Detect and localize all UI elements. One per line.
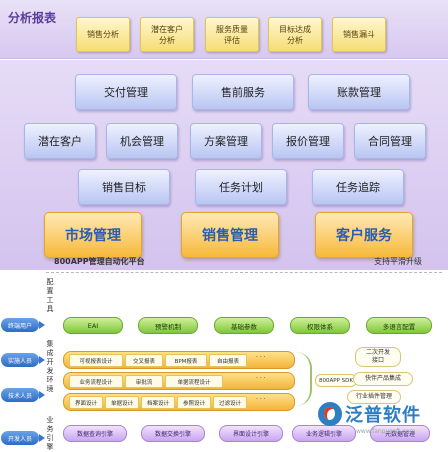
role-badge: 技术人员	[1, 388, 39, 402]
config-pill: 预警机制	[138, 317, 198, 334]
analysis-report-band: 分析报表 销售分析 潜在客户 分析 服务质量 评估 目标达成 分析 销售漏斗	[0, 0, 448, 59]
tool-item: 交叉报表	[125, 354, 163, 367]
core-module-box: 销售管理	[181, 212, 279, 258]
platform-title: 800APP管理自动化平台	[54, 257, 145, 266]
analysis-item: 潜在客户 分析	[140, 17, 194, 52]
module-box: 机会管理	[106, 123, 178, 159]
tool-item: 审批流	[125, 375, 163, 388]
more-dots: · · ·	[256, 375, 266, 382]
side-pill: 行业插件管理	[347, 390, 401, 404]
logo-url: www.fanpusoft.com	[356, 428, 416, 435]
tool-item: 界面设计	[69, 396, 103, 409]
analysis-title: 分析报表	[8, 11, 57, 25]
role-badge: 开发人员	[1, 431, 39, 445]
role-badge: 终端用户	[1, 318, 39, 332]
engine-pill: 业务逻辑引擎	[292, 425, 356, 442]
module-box: 销售目标	[78, 169, 170, 205]
arrow-icon	[39, 321, 45, 329]
config-pill: 多语言配置	[366, 317, 432, 334]
tool-item: 档案设计	[141, 396, 175, 409]
module-box: 潜在客户	[24, 123, 96, 159]
analysis-item: 目标达成 分析	[268, 17, 322, 52]
module-box: 账款管理	[308, 74, 410, 110]
module-box: 售前服务	[192, 74, 294, 110]
tool-item: 可视报表设计	[69, 354, 123, 367]
tool-item: 业务流程设计	[69, 375, 123, 388]
engine-pill: 元数据管理	[370, 425, 430, 442]
engine-pill: 数据交换引擎	[141, 425, 205, 442]
engine-pill: 界面设计引擎	[219, 425, 283, 442]
tool-item: 过滤设计	[213, 396, 247, 409]
core-module-box: 市场管理	[44, 212, 142, 258]
module-box: 任务计划	[195, 169, 287, 205]
tool-item: BPM报表	[165, 354, 207, 367]
module-box: 报价管理	[272, 123, 344, 159]
role-badge: 实施人员	[1, 353, 39, 367]
more-dots: · · ·	[256, 354, 266, 361]
config-pill: 权限体系	[290, 317, 350, 334]
arrow-icon	[39, 391, 45, 399]
analysis-item: 服务质量 评估	[205, 17, 259, 52]
analysis-item: 销售分析	[76, 17, 130, 52]
more-dots: · · ·	[256, 396, 266, 403]
engine-pill: 数据查询引擎	[63, 425, 127, 442]
side-pill: 快伴产品集成	[353, 372, 413, 386]
config-pill: EAI	[63, 317, 123, 334]
tool-item: 单据设计	[105, 396, 139, 409]
sdk-label: 800APP SDK	[315, 374, 357, 387]
tool-row: 可视报表设计 交叉报表 BPM报表 自由报表 · · ·	[63, 351, 295, 369]
core-module-box: 客户服务	[315, 212, 413, 258]
module-box: 任务追踪	[312, 169, 404, 205]
tool-item: 参照设计	[177, 396, 211, 409]
upgrade-note: 支持平滑升级	[374, 257, 422, 266]
tool-item: 单据流程设计	[165, 375, 223, 388]
module-box: 方案管理	[190, 123, 262, 159]
logo-text: 泛普软件	[345, 405, 421, 426]
tool-row: 业务流程设计 审批流 单据流程设计 · · ·	[63, 372, 295, 390]
section-label: 业务引擎	[46, 416, 54, 451]
analysis-item: 销售漏斗	[332, 17, 386, 52]
divider	[46, 272, 442, 273]
tool-row: 界面设计 单据设计 档案设计 参照设计 过滤设计 · · ·	[63, 393, 295, 411]
side-pill: 二次开发 接口	[355, 347, 401, 367]
logo-icon	[318, 402, 342, 426]
section-label: 配置工具	[46, 278, 54, 313]
arrow-icon	[39, 356, 45, 364]
arrow-icon	[39, 434, 45, 442]
tool-item: 自由报表	[209, 354, 247, 367]
config-pill: 基础参数	[214, 317, 274, 334]
section-label: 集成开发环境	[46, 340, 54, 393]
brand-logo: 泛普软件	[318, 401, 421, 427]
bracket-connector	[296, 352, 312, 406]
module-box: 合同管理	[354, 123, 426, 159]
module-box: 交付管理	[75, 74, 177, 110]
